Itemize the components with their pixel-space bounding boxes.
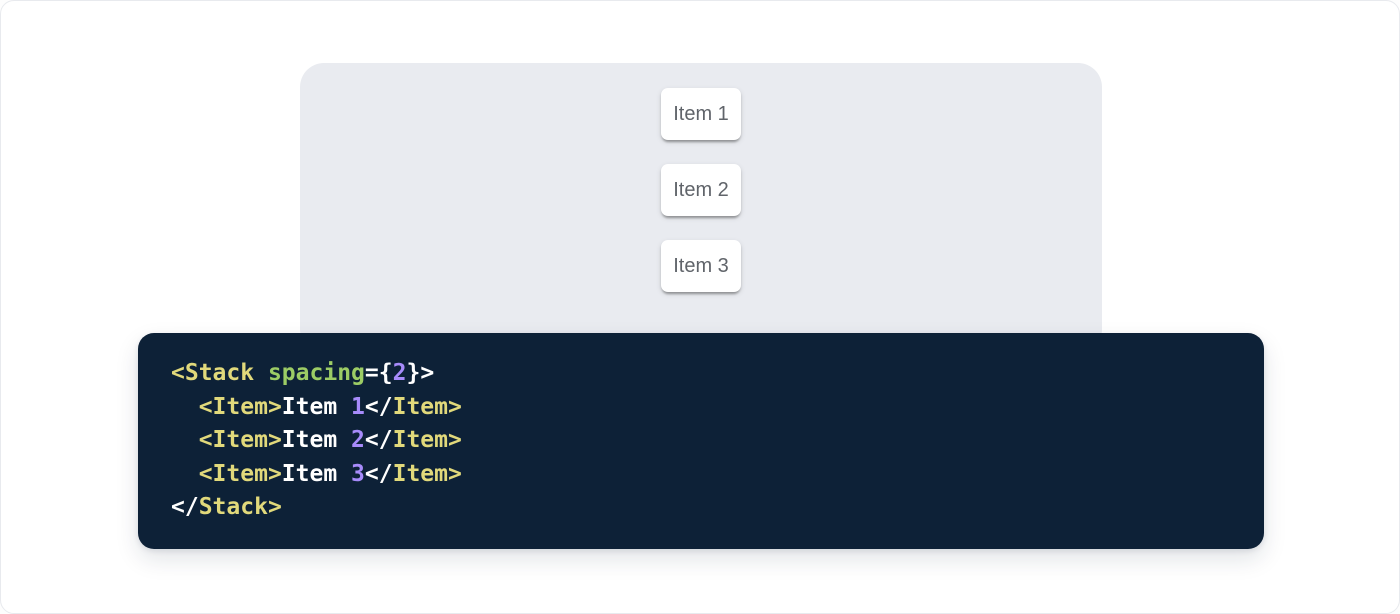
- stack-item-label: Item 2: [673, 179, 729, 201]
- stack-item-label: Item 1: [673, 103, 729, 125]
- stack-item-card: Item 2: [661, 164, 741, 216]
- stack-container: Item 1 Item 2 Item 3: [300, 63, 1102, 292]
- stack-demo-preview: Item 1 Item 2 Item 3: [300, 63, 1102, 353]
- code-block: <Stack spacing={2}> <Item>Item 1</Item> …: [138, 333, 1264, 549]
- stack-item-label: Item 3: [673, 255, 729, 277]
- stack-item-card: Item 1: [661, 88, 741, 140]
- stack-item-card: Item 3: [661, 240, 741, 292]
- code-lines: <Stack spacing={2}> <Item>Item 1</Item> …: [171, 360, 462, 520]
